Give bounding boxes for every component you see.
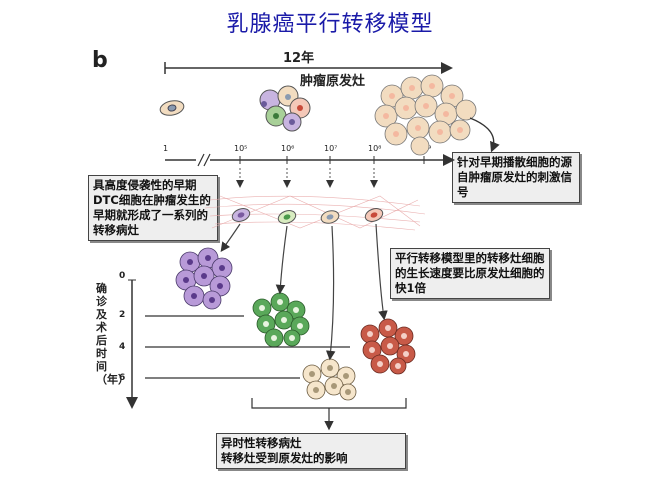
small-primary-cluster [259,85,311,132]
arrow-red [375,223,388,321]
large-primary-tumor [374,74,477,156]
primary-tumor-label: 肿瘤原发灶 [300,74,366,89]
timeline-tick-10e7: 10⁷ [324,144,338,153]
note-stimulus-signal: 针对早期播散细胞的源自肿瘤原发灶的刺激信号 [452,152,580,203]
arrow-green [275,225,288,295]
dtc-cell-beige [320,210,340,224]
axis-break-icon [196,152,211,168]
dtc-cell-purple [231,208,251,222]
single-cell-initial [159,100,185,116]
dtc-cell-red [364,208,384,222]
y-tick-0: 0 [119,271,126,281]
note-metachronous: 异时性转移病灶 转移灶受到原发灶的影响 [216,433,406,469]
note-metachronous-line1: 异时性转移病灶 [221,436,302,450]
note-growth-rate: 平行转移模型里的转移灶细胞的生长速度要比原发灶细胞的快1倍 [390,248,550,299]
metastasis-bracket [251,398,407,409]
red-metastasis [360,318,416,375]
y-tick-2: 2 [119,310,126,320]
note-metachronous-line2: 转移灶受到原发灶的影响 [221,451,348,465]
duration-label: 12年 [283,51,315,66]
timeline-tick-10e8: 10⁸ [368,144,382,153]
page-title: 乳腺癌平行转移模型 [226,12,434,37]
timeline-tick-1: 1 [163,144,169,153]
note-early-dtc: 具高度侵袭性的早期DTC细胞在肿瘤发生的早期就形成了一系列的转移病灶 [88,175,218,241]
dtc-cell-green [277,210,297,224]
timeline-tick-10e6: 10⁶ [281,144,295,153]
y-tick-6: 6 [119,373,126,383]
purple-metastasis [175,247,233,310]
timeline-tick-10e5: 10⁵ [234,144,248,153]
arrow-beige [325,225,336,361]
tissue-mesh [204,195,426,231]
y-tick-4: 4 [119,342,126,352]
arrow-purple [220,223,241,252]
signal-arrow [469,117,500,153]
panel-letter: b [92,48,108,73]
